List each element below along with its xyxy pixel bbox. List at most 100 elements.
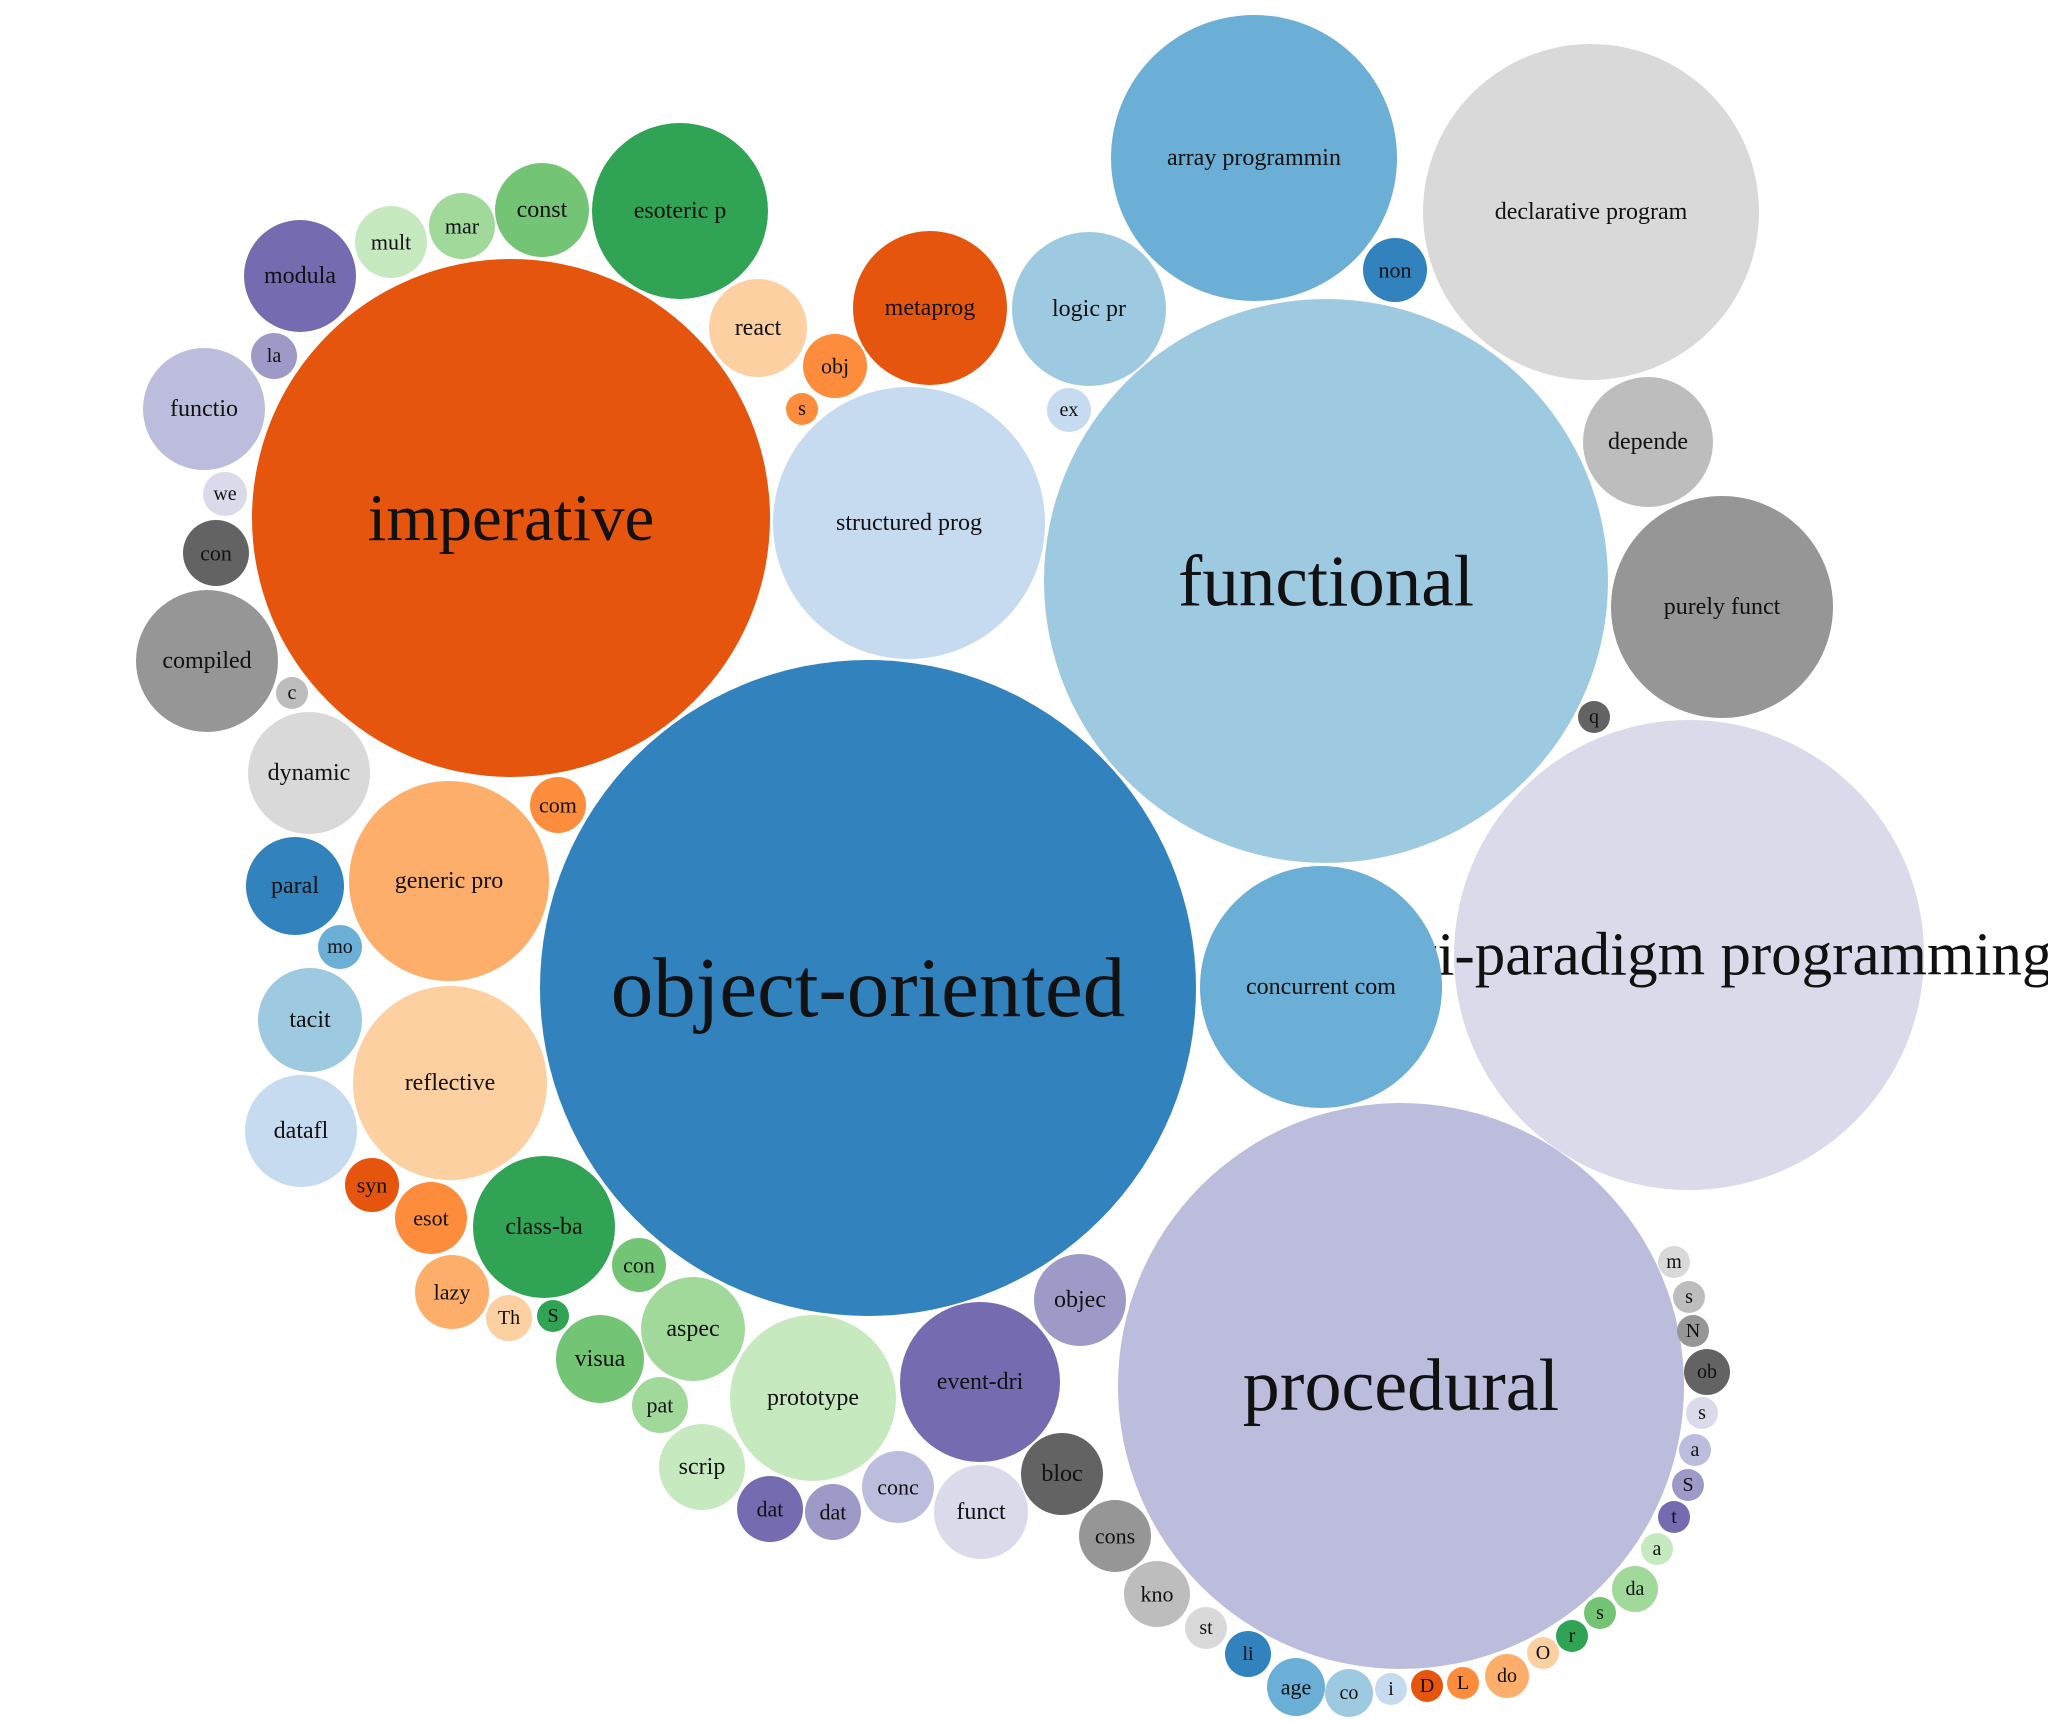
bubble-dat-46: dat [805, 1484, 861, 1540]
bubble-label: obj [821, 354, 849, 379]
bubble-circle [1225, 1631, 1271, 1677]
bubble-circle [1079, 1500, 1151, 1572]
bubble-label: aspec [666, 1316, 719, 1342]
bubble-circle [592, 123, 768, 299]
bubble-circle [786, 393, 818, 425]
bubble-circle [737, 1476, 803, 1542]
bubble-circle [1611, 496, 1833, 718]
bubble-datafl-23: datafl [245, 1075, 357, 1187]
bubble-mo-54: mo [318, 925, 362, 969]
bubble-circle [1034, 1254, 1126, 1346]
bubble-label: q [1589, 706, 1599, 728]
bubble-circle [556, 1315, 644, 1403]
bubble-i-79: i [1375, 1673, 1407, 1705]
bubble-label: a [1691, 1439, 1700, 1461]
bubble-label: modula [264, 263, 336, 289]
bubble-circle [730, 1315, 896, 1481]
bubble-circle [252, 259, 770, 777]
bubble-circle [353, 986, 547, 1180]
bubble-depende-19: depende [1583, 377, 1713, 507]
bubble-label: reflective [405, 1070, 496, 1096]
bubble-circle [934, 1465, 1028, 1559]
bubble-circle [244, 220, 356, 332]
bubble-label: procedural [1243, 1345, 1559, 1427]
bubble-m-66: m [1658, 1246, 1690, 1278]
bubble-prototype-15: prototype [730, 1315, 896, 1481]
bubble-s-74: s [1584, 1597, 1616, 1629]
bubble-funct-31: funct [934, 1465, 1028, 1559]
bubble-multi-paradigm-programming-4: multi-paradigm programming [1326, 720, 2048, 1190]
bubble-circle [1267, 1658, 1325, 1716]
bubble-circle [540, 660, 1196, 1316]
bubble-circle [486, 1295, 532, 1341]
bubble-label: con [623, 1253, 655, 1278]
bubble-circle [1012, 232, 1166, 386]
bubble-label: compiled [162, 648, 251, 674]
bubble-circle [853, 231, 1007, 385]
bubble-circle [473, 1156, 615, 1298]
bubble-paral-24: paral [246, 837, 344, 935]
bubble-age-48: age [1267, 1658, 1325, 1716]
bubble-circle [1658, 1501, 1690, 1533]
bubble-circle [1447, 1667, 1479, 1699]
bubble-circle [1044, 299, 1608, 863]
bubble-circle [1375, 1673, 1407, 1705]
bubble-ex-51: ex [1047, 388, 1091, 432]
bubble-generic-pro-13: generic pro [349, 781, 549, 981]
bubble-circle [248, 712, 370, 834]
bubble-label: structured prog [836, 510, 982, 536]
bubble-obj-43: obj [803, 334, 867, 398]
bubble-label: functional [1178, 541, 1474, 622]
bubble-circle [900, 1302, 1060, 1462]
bubble-declarative-program-5: declarative program [1423, 44, 1759, 380]
bubble-label: age [1281, 1675, 1312, 1700]
bubble-react-30: react [709, 279, 807, 377]
bubble-s-67: s [1673, 1281, 1705, 1313]
bubble-label: syn [357, 1173, 388, 1198]
bubble-label: la [267, 345, 282, 367]
bubble-circle [495, 163, 589, 257]
bubble-const-26: const [495, 163, 589, 257]
bubble-syn-50: syn [345, 1158, 399, 1212]
bubble-array-programmin-6: array programmin [1111, 15, 1397, 301]
bubble-label: O [1536, 1642, 1550, 1664]
bubble-l-77: L [1447, 1667, 1479, 1699]
bubble-circle [1679, 1434, 1711, 1466]
bubble-label: L [1457, 1672, 1469, 1694]
bubble-circle [246, 837, 344, 935]
bubble-circle [429, 193, 495, 259]
bubble-label: i [1388, 1678, 1394, 1700]
bubble-circle [709, 279, 807, 377]
bubble-con-41: con [183, 520, 249, 586]
bubble-com-49: com [530, 777, 586, 833]
bubble-label: con [200, 541, 232, 566]
bubble-mult-37: mult [355, 206, 427, 278]
bubble-circle [345, 1158, 399, 1212]
bubble-label: r [1569, 1625, 1576, 1647]
bubble-label: ex [1060, 399, 1079, 421]
bubble-label: esot [413, 1206, 448, 1231]
bubble-objec-28: objec [1034, 1254, 1126, 1346]
bubble-r-75: r [1556, 1620, 1588, 1652]
bubble-label: t [1671, 1506, 1677, 1528]
bubble-circle [1047, 388, 1091, 432]
bubble-event-dri-16: event-dri [900, 1302, 1060, 1462]
bubble-circle [632, 1377, 688, 1433]
bubble-label: mar [445, 214, 480, 239]
bubble-we-52: we [203, 472, 247, 516]
bubble-label: dat [757, 1497, 784, 1522]
bubble-functional-1: functional [1044, 299, 1608, 863]
bubble-label: Th [498, 1307, 520, 1329]
bubble-circle [1584, 1597, 1616, 1629]
bubble-bloc-32: bloc [1021, 1433, 1103, 1515]
bubble-metaprog-11: metaprog [853, 231, 1007, 385]
bubble-circle [1124, 1561, 1190, 1627]
bubble-label: cons [1095, 1524, 1135, 1549]
bubble-label: st [1199, 1617, 1213, 1639]
bubble-label: objec [1054, 1287, 1106, 1313]
bubble-label: ob [1697, 1361, 1717, 1383]
bubble-circle [805, 1484, 861, 1540]
bubble-circle [258, 968, 362, 1072]
bubble-label: visua [575, 1346, 626, 1372]
bubble-circle [1411, 1670, 1443, 1702]
